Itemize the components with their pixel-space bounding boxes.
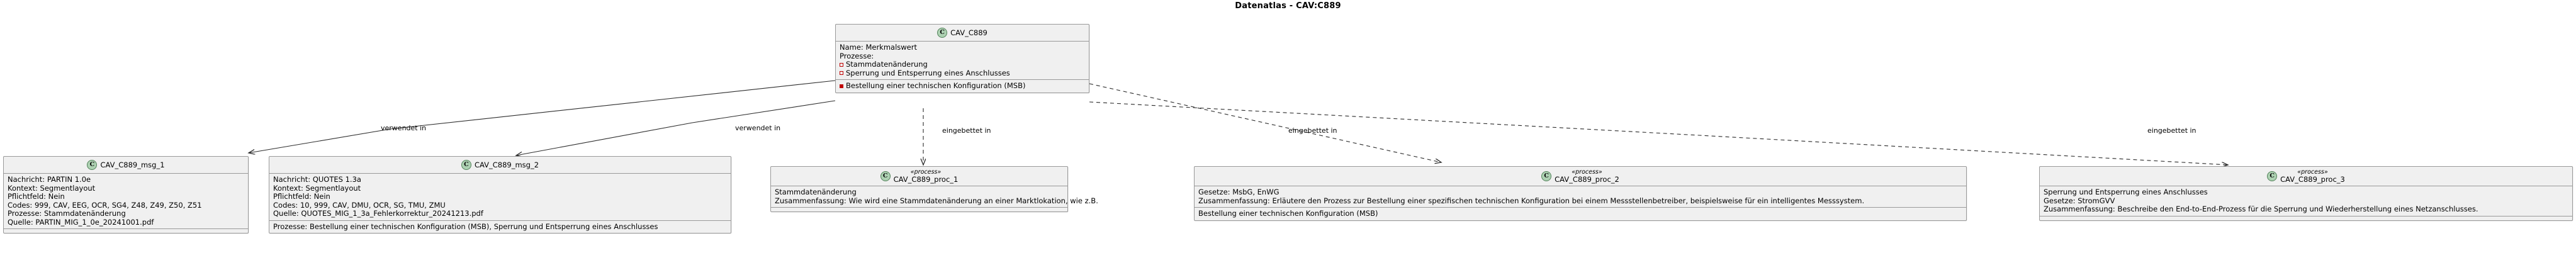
process-item[interactable]: Stammdatenänderung bbox=[840, 60, 1085, 69]
attr-gesetze: Gesetze: StromGVV bbox=[2044, 196, 2115, 205]
node-title-msg-1: CAV_C889_msg_1 bbox=[100, 160, 165, 169]
node-header-proc-3: C «process» CAV_C889_proc_3 bbox=[2040, 167, 2572, 186]
node-header-proc-2: C «process» CAV_C889_proc_2 bbox=[1195, 167, 1966, 186]
node-header-proc-1: C «process» CAV_C889_proc_1 bbox=[771, 167, 1067, 186]
node-title-proc-3: CAV_C889_proc_3 bbox=[2280, 175, 2345, 184]
attr-prozesse: Prozesse: Stammdatenänderung bbox=[8, 209, 126, 218]
node-body-msg-2: Nachricht: QUOTES 1.3a Kontext: Segmentl… bbox=[269, 174, 731, 221]
edge-label-verwendet-in-msg2: verwendet in bbox=[735, 124, 781, 132]
class-icon: C bbox=[880, 171, 891, 181]
node-footer-msg-1 bbox=[4, 229, 248, 233]
attr-zusammenfassung: Zusammenfassung: Erläutere den Prozess z… bbox=[1198, 196, 1865, 205]
attr-nachricht: Nachricht: PARTIN 1.0e bbox=[8, 175, 91, 184]
node-title-msg-2: CAV_C889_msg_2 bbox=[474, 160, 539, 169]
attr-kontext: Kontext: Segmentlayout bbox=[8, 183, 96, 193]
edge-line-eingebettet-in-proc2 bbox=[1089, 83, 1441, 162]
node-footer-proc-1 bbox=[771, 208, 1067, 211]
class-icon: C bbox=[461, 160, 471, 170]
node-title-proc-2: CAV_C889_proc_2 bbox=[1555, 175, 1619, 184]
node-footer-msg-2: Prozesse: Bestellung einer technischen K… bbox=[269, 221, 731, 233]
node-footer-cav-c889: Bestellung einer technischen Konfigurati… bbox=[836, 80, 1089, 93]
node-body-proc-1: Stammdatenänderung Zusammenfassung: Wie … bbox=[771, 186, 1098, 208]
attr-prozessname: Sperrung und Entsperrung eines Anschluss… bbox=[2044, 188, 2208, 196]
node-title-cav-c889: CAV_C889 bbox=[950, 28, 987, 37]
node-cav-c889-msg-2[interactable]: C CAV_C889_msg_2 Nachricht: QUOTES 1.3a … bbox=[269, 156, 731, 233]
process-item-label: Stammdatenänderung bbox=[846, 60, 928, 69]
node-header-cav-c889: C CAV_C889 bbox=[836, 25, 1089, 42]
stereotype-label: «process» bbox=[1572, 169, 1602, 176]
edge-line-verwendet-in-msg1 bbox=[249, 80, 836, 153]
edge-label-eingebettet-in-proc3: eingebettet in bbox=[2147, 126, 2196, 135]
edge-label-eingebettet-in-proc2: eingebettet in bbox=[1288, 126, 1337, 135]
attr-prozesse-label: Prozesse: bbox=[840, 51, 874, 60]
edge-label-eingebettet-in-proc1: eingebettet in bbox=[942, 126, 991, 135]
node-cav-c889-proc-3[interactable]: C «process» CAV_C889_proc_3 Sperrung und… bbox=[2039, 166, 2573, 221]
edge-line-verwendet-in-msg2 bbox=[516, 100, 836, 155]
node-cav-c889-proc-2[interactable]: C «process» CAV_C889_proc_2 Gesetze: Msb… bbox=[1194, 166, 1967, 221]
attr-codes: Codes: 10, 999, CAV, DMU, OCR, SG, TMU, … bbox=[273, 200, 446, 210]
open-square-icon bbox=[840, 62, 843, 67]
node-body-proc-3: Sperrung und Entsperrung eines Anschluss… bbox=[2040, 186, 2572, 216]
filled-square-icon bbox=[840, 84, 843, 88]
attr-zusammenfassung: Zusammenfassung: Wie wird eine Stammdate… bbox=[775, 196, 1098, 205]
attr-prozessname: Stammdatenänderung bbox=[775, 188, 857, 196]
node-footer-proc-3 bbox=[2040, 216, 2572, 220]
attr-pflichtfeld: Pflichtfeld: Nein bbox=[8, 192, 65, 201]
open-square-icon bbox=[840, 71, 843, 76]
attr-quelle: Quelle: PARTIN_MIG_1_0e_20241001.pdf bbox=[8, 217, 154, 227]
attr-prozessname: Bestellung einer technischen Konfigurati… bbox=[1198, 209, 1378, 218]
process-item[interactable]: Bestellung einer technischen Konfigurati… bbox=[840, 81, 1085, 91]
edge-label-verwendet-in-msg1: verwendet in bbox=[381, 124, 427, 132]
node-body-msg-1: Nachricht: PARTIN 1.0e Kontext: Segmentl… bbox=[4, 174, 248, 229]
class-icon: C bbox=[2267, 171, 2278, 181]
stereotype-label: «process» bbox=[910, 169, 942, 176]
class-icon: C bbox=[937, 28, 948, 38]
node-cav-c889-proc-1[interactable]: C «process» CAV_C889_proc_1 Stammdatenän… bbox=[770, 166, 1098, 212]
node-header-msg-2: C CAV_C889_msg_2 bbox=[269, 157, 731, 174]
process-item-label: Bestellung einer technischen Konfigurati… bbox=[846, 81, 1026, 90]
node-title-proc-1: CAV_C889_proc_1 bbox=[893, 175, 959, 184]
attr-codes: Codes: 999, CAV, EEG, OCR, SG4, Z48, Z49… bbox=[8, 200, 202, 210]
attr-name: Name: Merkmalswert bbox=[840, 43, 917, 52]
node-cav-c889[interactable]: C CAV_C889 Name: Merkmalswert Prozesse: … bbox=[835, 24, 1089, 93]
attr-nachricht: Nachricht: QUOTES 1.3a bbox=[273, 175, 361, 184]
process-item[interactable]: Sperrung und Entsperrung eines Anschluss… bbox=[840, 69, 1085, 78]
stereotype-label: «process» bbox=[2297, 169, 2328, 176]
process-item-label: Sperrung und Entsperrung eines Anschluss… bbox=[846, 68, 1010, 77]
edge-line-eingebettet-in-proc3 bbox=[1089, 101, 2228, 165]
node-body-cav-c889: Name: Merkmalswert Prozesse: Stammdatenä… bbox=[836, 42, 1089, 80]
attr-pflichtfeld: Pflichtfeld: Nein bbox=[273, 192, 330, 201]
node-header-msg-1: C CAV_C889_msg_1 bbox=[4, 157, 248, 174]
class-icon: C bbox=[1541, 171, 1552, 181]
class-icon: C bbox=[87, 160, 98, 170]
attr-quelle: Quelle: QUOTES_MIG_1_3a_Fehlerkorrektur_… bbox=[273, 209, 483, 218]
attr-prozesse: Prozesse: Bestellung einer technischen K… bbox=[273, 222, 658, 231]
attr-gesetze: Gesetze: MsbG, EnWG bbox=[1198, 188, 1280, 196]
node-body-proc-2: Gesetze: MsbG, EnWG Zusammenfassung: Erl… bbox=[1195, 186, 1966, 208]
node-cav-c889-msg-1[interactable]: C CAV_C889_msg_1 Nachricht: PARTIN 1.0e … bbox=[3, 156, 249, 233]
attr-zusammenfassung: Zusammenfassung: Beschreibe den End-to-E… bbox=[2044, 205, 2478, 213]
attr-kontext: Kontext: Segmentlayout bbox=[273, 183, 361, 193]
node-footer-proc-2: Bestellung einer technischen Konfigurati… bbox=[1195, 208, 1966, 220]
page-title: Datenatlas - CAV:C889 bbox=[1235, 1, 1341, 11]
